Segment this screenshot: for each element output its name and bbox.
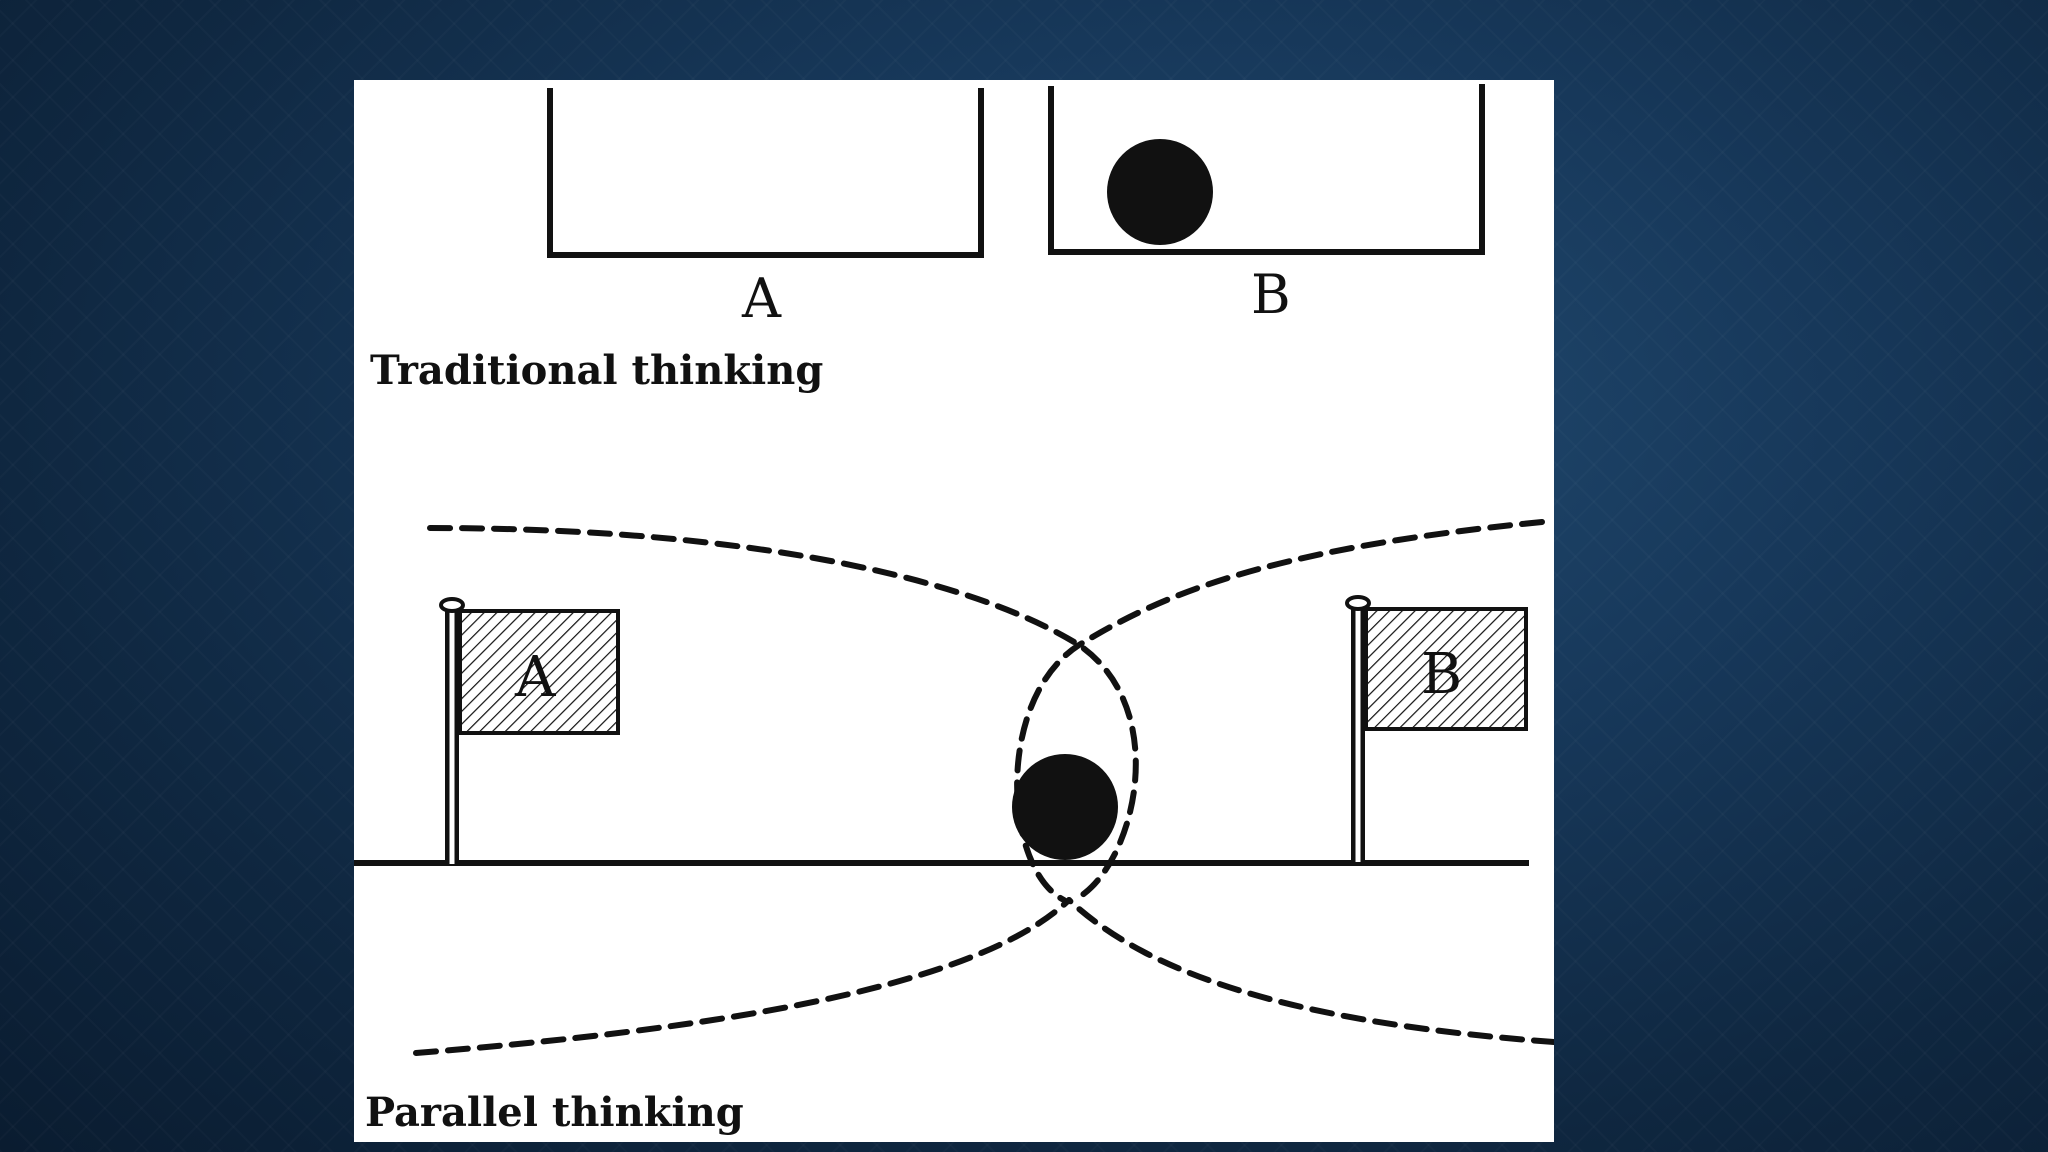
dashed-curve-upper-left bbox=[427, 525, 1139, 903]
dashed-curve-lower-left bbox=[413, 897, 1072, 1056]
flag-b bbox=[1345, 595, 1528, 862]
flag-a-letter: A bbox=[515, 645, 556, 710]
box-a-label: A bbox=[742, 267, 781, 330]
flag-b-letter: B bbox=[1421, 642, 1463, 707]
diagram-panel: A B Traditional thinking A B Parallel th… bbox=[354, 80, 1554, 1142]
box-a bbox=[547, 88, 984, 258]
box-b bbox=[1048, 84, 1485, 255]
traditional-thinking-caption: Traditional thinking bbox=[370, 347, 824, 394]
dashed-curves bbox=[413, 519, 1554, 1056]
center-ball bbox=[1012, 754, 1118, 860]
parallel-thinking-caption: Parallel thinking bbox=[365, 1089, 744, 1136]
diagram-drawing bbox=[354, 84, 1554, 1056]
box-b-label: B bbox=[1251, 263, 1291, 326]
dashed-curve-lower-right bbox=[1066, 897, 1554, 1045]
flag-a bbox=[439, 597, 620, 864]
ball-in-box-b bbox=[1107, 139, 1213, 245]
